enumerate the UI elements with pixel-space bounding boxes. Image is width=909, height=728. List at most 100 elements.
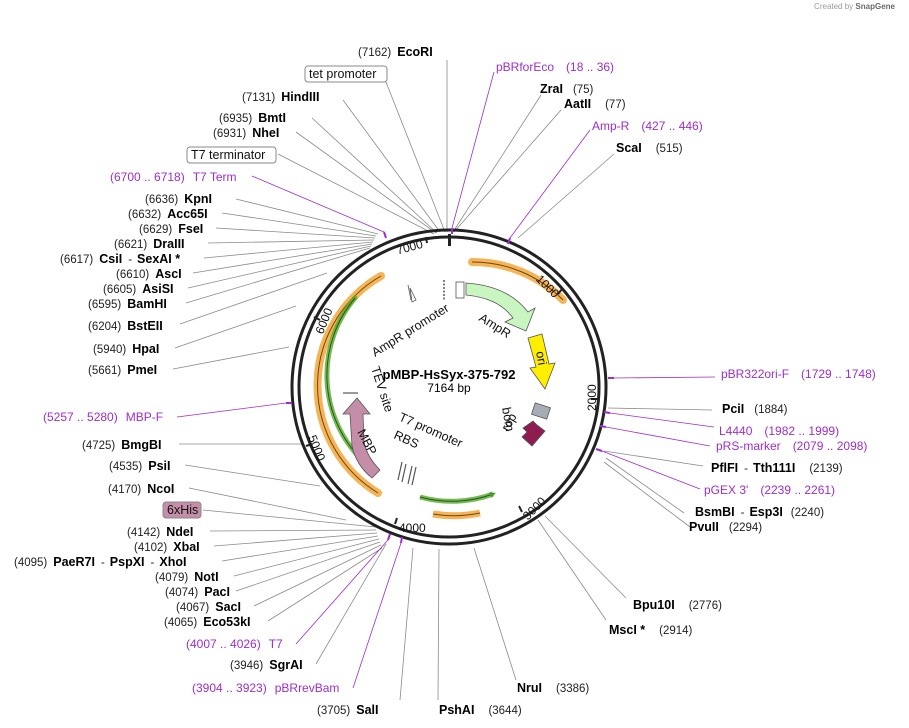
site-name: DraIII: [153, 237, 184, 251]
orange-arc-bottom-core: [432, 512, 481, 517]
green-arc-bottom-core: [419, 492, 496, 502]
site-name-alt: PspXI: [110, 555, 145, 569]
svg-text:ZraI(75): ZraI(75): [540, 82, 594, 96]
primer-range: (18 .. 36): [566, 60, 614, 74]
label-ampr-promoter: AmpR promoter: [369, 301, 451, 360]
primer-name: pBRrevBam: [275, 681, 340, 695]
tick-label-4000: 4000: [399, 521, 426, 535]
site-name: NotI: [194, 570, 218, 584]
site-name: NdeI: [166, 525, 193, 539]
primer-range: (427 .. 446): [641, 119, 702, 133]
site-pos: (515): [656, 143, 683, 155]
primer-name: pBR322ori-F: [721, 367, 789, 381]
site-pos: (4065): [164, 617, 197, 629]
site-name: FseI: [178, 222, 203, 236]
site-pos: (2240): [791, 507, 824, 519]
site-pos: (77): [605, 99, 626, 111]
site-pos: (4535): [109, 461, 142, 473]
ori-arrow: [527, 333, 556, 390]
svg-text:(6700 .. 6718)T7 Term: (6700 .. 6718)T7 Term: [110, 170, 237, 184]
svg-text:(6931)NheI: (6931)NheI: [213, 126, 279, 140]
origin-mark: [448, 234, 451, 246]
primer-range: (3904 .. 3923): [192, 681, 267, 695]
leader-lines: [172, 60, 713, 701]
svg-text:(6617)CsiI-SexAI *: (6617)CsiI-SexAI *: [60, 252, 180, 266]
site-pos: (6595): [88, 299, 121, 311]
site-name: NruI: [517, 681, 542, 695]
site-name-alt2: XhoI: [159, 555, 186, 569]
site-pos: (7162): [358, 47, 391, 59]
tet-promoter-label: tet promoter: [309, 67, 376, 81]
svg-text:(4535)PsiI: (4535)PsiI: [109, 459, 171, 473]
ampr-arrow: [465, 282, 536, 332]
site-name: PshAI: [439, 703, 474, 717]
primer-name: pGEX 3': [704, 483, 748, 497]
tick-label-2000: 2000: [585, 384, 599, 411]
site-name: EcoRI: [397, 45, 432, 59]
site-pos: (6935): [219, 113, 252, 125]
svg-text:(5940)HpaI: (5940)HpaI: [93, 342, 159, 356]
svg-text:PflFI-Tth111I(2139): PflFI-Tth111I(2139): [711, 461, 843, 475]
plasmid-name: pMBP-HsSyx-375-792: [383, 367, 516, 382]
primer-name: T7: [269, 637, 283, 651]
mbp-arrow: [342, 397, 381, 479]
svg-text:(6204)BstEII: (6204)BstEII: [88, 319, 163, 333]
rop-arrow: [521, 420, 546, 447]
site-pos: (2294): [729, 522, 762, 534]
site-name: SacI: [215, 600, 241, 614]
orange-arc-top-core: [471, 261, 564, 301]
primer-range: (2079 .. 2098): [793, 439, 868, 453]
site-pos: (6617): [60, 254, 93, 266]
svg-text:(6632)Acc65I: (6632)Acc65I: [128, 207, 208, 221]
primer-range: (1982 .. 1999): [764, 424, 839, 438]
primer-name: L4440: [719, 424, 753, 438]
ampr-promoter-arrow: [409, 287, 417, 303]
site-name: BamHI: [127, 297, 167, 311]
site-name: PvuII: [689, 520, 719, 534]
t7-promoter-mark-1: [407, 465, 413, 485]
svg-text:(4074)PacI: (4074)PacI: [165, 585, 230, 599]
site-name: AatII: [564, 97, 591, 111]
svg-text:(4095)PaeR7I-PspXI-XhoI: (4095)PaeR7I-PspXI-XhoI: [14, 555, 186, 569]
site-name: NheI: [252, 126, 279, 140]
t7-terminator-label: T7 terminator: [191, 148, 265, 162]
site-name: AscI: [155, 267, 181, 281]
svg-text:(7131)HindIII: (7131)HindIII: [242, 90, 319, 104]
site-pos: (4079): [155, 572, 188, 584]
svg-text:pRS-marker(2079 .. 2098): pRS-marker(2079 .. 2098): [716, 439, 867, 453]
site-pos: (7131): [242, 92, 275, 104]
label-ampr: AmpR: [476, 311, 513, 341]
site-pos: (2776): [689, 600, 722, 612]
site-name: Acc65I: [167, 207, 207, 221]
svg-text:pGEX 3'(2239 .. 2261): pGEX 3'(2239 .. 2261): [704, 483, 835, 497]
site-name: BmtI: [258, 111, 286, 125]
left-primer-labels: (6700 .. 6718)T7 Term (5257 .. 5280)MBP-…: [43, 170, 339, 695]
svg-text:(4142)NdeI: (4142)NdeI: [127, 525, 193, 539]
site-name: BsmBI: [695, 505, 735, 519]
credit-brand: SnapGene: [855, 2, 895, 11]
svg-text:L4440(1982 .. 1999): L4440 (1982 .. 1999): [719, 424, 839, 438]
svg-text:AatII(77): AatII (77): [564, 97, 626, 111]
his-tag-box: [162, 501, 202, 519]
svg-text:(7162)EcoRI: (7162) EcoRI: [358, 45, 433, 59]
site-pos: (3705): [317, 705, 350, 717]
svg-text:(6605)AsiSI: (6605)AsiSI: [103, 282, 174, 296]
site-name-alt: Tth111I: [753, 461, 795, 475]
svg-text:(5661)PmeI: (5661)PmeI: [88, 363, 157, 377]
site-name: MscI *: [609, 623, 645, 637]
site-name: CsiI: [99, 252, 122, 266]
site-pos: (6204): [88, 321, 121, 333]
his-tag-label: 6xHis: [167, 503, 198, 517]
site-pos: (2914): [659, 625, 692, 637]
site-pos: (1884): [754, 404, 787, 416]
svg-text:ScaI(515): ScaI(515): [616, 141, 683, 155]
svg-text:Bpu10I(2776): Bpu10I(2776): [633, 598, 722, 612]
t7-promoter-mark-2: [411, 466, 417, 486]
svg-text:(4007 .. 4026)T7: (4007 .. 4026)T7: [186, 637, 283, 651]
svg-text:(6610)AscI: (6610)AscI: [116, 267, 182, 281]
svg-text:(3904 .. 3923)pBRrevBam: (3904 .. 3923) pBRrevBam: [192, 681, 339, 695]
site-pos: (4170): [108, 484, 141, 496]
svg-text:(4065)Eco53kI: (4065)Eco53kI: [164, 615, 251, 629]
svg-text:pBR322ori-F(1729 .. 1748): pBR322ori-F(1729 .. 1748): [721, 367, 876, 381]
